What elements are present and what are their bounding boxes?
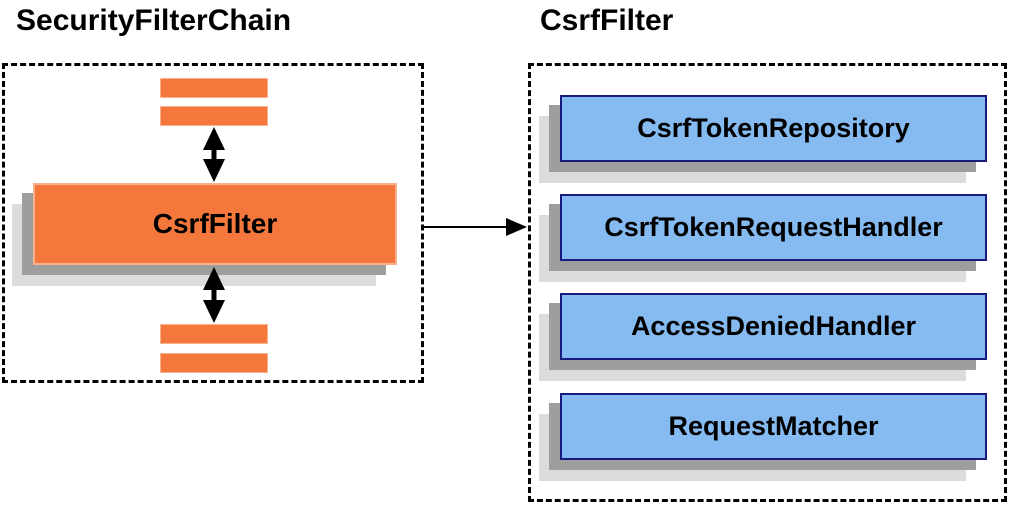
filter-chain-bar-top-1 <box>160 78 268 98</box>
component-box-csrf-token-request-handler: CsrfTokenRequestHandler <box>539 194 987 282</box>
filter-chain-bar-bottom-2 <box>160 353 268 373</box>
security-filter-chain-title: SecurityFilterChain <box>16 4 292 37</box>
filter-chain-bar-bottom-1 <box>160 324 268 344</box>
csrf-filter-title: CsrfFilter <box>540 4 674 37</box>
filter-chain-bar-top-2 <box>160 106 268 126</box>
component-label: CsrfTokenRepository <box>560 95 987 162</box>
security-filter-chain-container <box>2 63 424 383</box>
component-label: CsrfTokenRequestHandler <box>560 194 987 261</box>
arrow-to-csrf-components <box>424 218 527 236</box>
csrf-filter-box: CsrfFilter <box>12 183 397 286</box>
component-label: AccessDeniedHandler <box>560 293 987 360</box>
component-box-access-denied-handler: AccessDeniedHandler <box>539 293 987 381</box>
component-box-csrf-token-repository: CsrfTokenRepository <box>539 95 987 183</box>
csrf-filter-container <box>528 63 1007 502</box>
component-label: RequestMatcher <box>560 393 987 460</box>
component-box-request-matcher: RequestMatcher <box>539 393 987 481</box>
csrf-filter-box-label: CsrfFilter <box>33 183 397 265</box>
